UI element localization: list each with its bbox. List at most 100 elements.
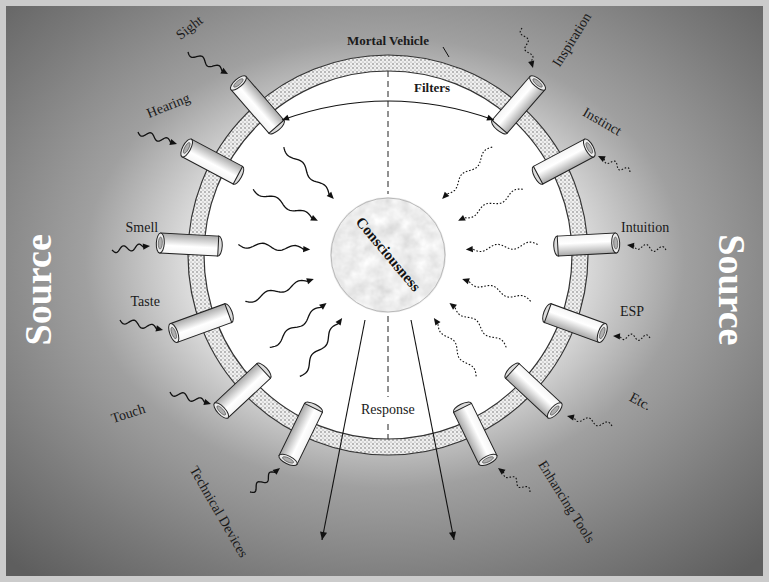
vehicle-title: Mortal Vehicle	[188, 34, 588, 49]
sense-label-box: Technical Devices	[167, 504, 270, 520]
consciousness-cloud: Consciousness	[330, 197, 446, 313]
inner-wave-head	[462, 278, 470, 284]
response-head	[449, 531, 456, 540]
inner-wave	[253, 189, 313, 218]
filters-pointer	[282, 101, 494, 121]
tube-opening	[282, 455, 295, 464]
input-wave	[618, 334, 650, 340]
inner-wave	[467, 281, 531, 302]
input-wave	[120, 320, 158, 329]
inner-sense-label: Intuition	[621, 220, 669, 236]
filter-tube	[553, 233, 620, 256]
inner-wave	[300, 322, 339, 376]
tube-body	[231, 76, 284, 133]
inner-wave-head	[310, 215, 318, 221]
tube-outer-end	[477, 452, 498, 468]
input-wave	[502, 471, 530, 492]
tube-opening	[532, 77, 544, 88]
sense-label: Smell	[126, 220, 159, 236]
tube-body	[214, 364, 270, 418]
vehicle-leader	[443, 47, 449, 57]
input-wave	[138, 132, 172, 143]
filter-tube	[178, 137, 246, 186]
tube-outer-end	[611, 233, 620, 253]
input-wave-head	[273, 468, 280, 475]
inner-wave-head	[458, 215, 466, 221]
input-wave	[520, 28, 533, 63]
input-wave	[170, 392, 206, 403]
tube-opening	[158, 237, 163, 249]
cloud-edge	[331, 198, 445, 312]
sense-label-box: Touch	[111, 406, 146, 422]
inner-wave-head	[319, 303, 326, 310]
inner-sense-label-box: Intuition	[621, 220, 669, 236]
sense-label: Taste	[131, 294, 160, 310]
tube-outer-end	[595, 322, 609, 344]
sense-label-box: Taste	[131, 294, 160, 310]
filter-tube	[489, 73, 547, 136]
response-head	[320, 531, 327, 540]
source-label: Source	[16, 234, 60, 345]
source-label-box: Source	[0, 268, 94, 312]
inner-wave	[446, 147, 493, 195]
filter-tube	[228, 73, 286, 136]
input-wave	[602, 158, 630, 172]
input-wave-head	[567, 414, 575, 420]
sense-label-box: Hearing	[146, 98, 191, 114]
inner-waves	[238, 147, 537, 376]
inner-wave	[270, 306, 323, 347]
vehicle-band	[188, 55, 588, 455]
input-wave-head	[220, 68, 228, 74]
tube-opening	[585, 142, 594, 154]
filter-tube	[156, 233, 223, 256]
source-ground	[6, 6, 763, 576]
inner-wave	[238, 243, 305, 250]
inner-wave	[437, 322, 476, 376]
center-axis	[388, 71, 389, 439]
inner-wave-head	[442, 192, 449, 199]
tube-opening	[549, 405, 560, 417]
inner-sense-label-box: Enhancing Tools	[519, 494, 613, 510]
cloud-fill	[330, 197, 446, 313]
inner-sense-label-box: ESP	[620, 304, 644, 320]
filters-label: Filters	[414, 81, 450, 96]
inner-wave-head	[327, 192, 334, 199]
tube-opening	[482, 455, 495, 464]
inner-sense-label: ESP	[620, 304, 644, 320]
tube-outer-end	[527, 73, 547, 92]
consciousness-title: Consciousness	[352, 214, 424, 295]
tube-opening	[613, 237, 618, 249]
source-label-box: Source	[676, 268, 769, 312]
input-wave-head	[203, 399, 211, 405]
input-wave-head	[498, 468, 505, 475]
filter-tube	[167, 302, 236, 343]
inner-wave	[453, 306, 506, 347]
input-waves	[112, 28, 666, 492]
tube-opening	[170, 327, 178, 340]
tube-outer-end	[545, 400, 564, 420]
inner-wave-head	[335, 318, 342, 326]
inner-wave-head	[306, 278, 314, 284]
input-wave	[112, 244, 145, 252]
tube-body	[160, 233, 219, 256]
tube-body	[170, 304, 231, 343]
input-wave	[188, 52, 224, 72]
input-wave-head	[155, 325, 163, 331]
inner-wave	[245, 280, 309, 302]
response-arrows	[320, 320, 456, 540]
filter-tube	[530, 137, 598, 186]
input-wave-head	[613, 333, 620, 339]
sense-label-box: Sight	[175, 20, 205, 36]
input-wave-head	[169, 139, 177, 145]
filters	[156, 73, 620, 468]
filter-tube	[452, 400, 499, 468]
tube-opening	[216, 405, 227, 417]
response-line	[322, 320, 365, 540]
inner-wave	[284, 147, 331, 195]
inner-wave-head	[466, 246, 473, 252]
inner-sense-label-box: Inspiration	[542, 32, 603, 48]
tube-outer-end	[178, 137, 194, 158]
filter-tube	[212, 361, 274, 421]
